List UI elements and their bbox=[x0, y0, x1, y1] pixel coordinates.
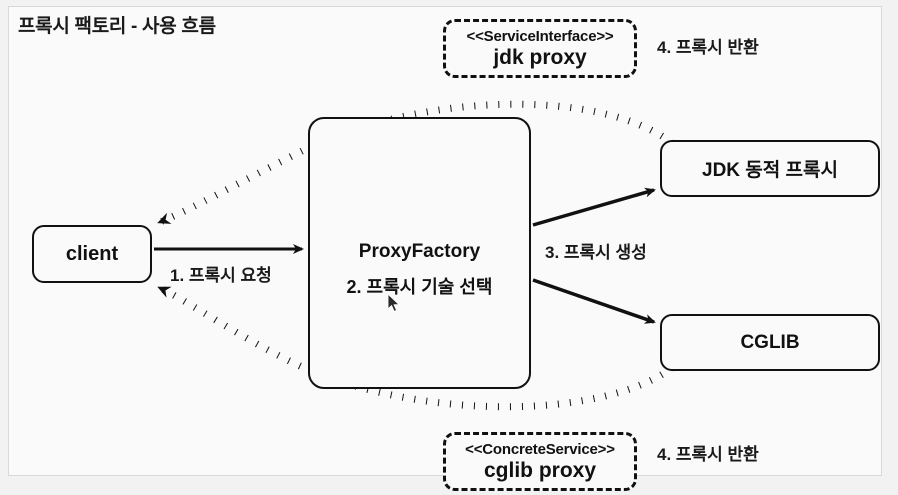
node-client-label: client bbox=[65, 242, 119, 265]
node-proxy-factory-title: ProxyFactory bbox=[358, 241, 481, 262]
node-jdk-dynamic-proxy[interactable]: JDK 동적 프록시 bbox=[660, 140, 880, 197]
node-cglib-label: CGLIB bbox=[740, 331, 800, 353]
edge-create-cglib-arrow bbox=[532, 278, 656, 324]
node-jdk-proxy[interactable]: <<ServiceInterface>> jdk proxy bbox=[443, 19, 637, 78]
edge-label-return-bottom: 4. 프록시 반환 bbox=[657, 445, 759, 464]
node-proxy-factory[interactable]: ProxyFactory 2. 프록시 기술 선택 bbox=[308, 117, 531, 389]
edge-create-jdk-arrow bbox=[532, 187, 656, 227]
node-cglib-proxy-name: cglib proxy bbox=[483, 458, 597, 482]
node-jdk-dynamic-proxy-label: JDK 동적 프록시 bbox=[702, 160, 838, 181]
node-jdk-proxy-stereotype: <<ServiceInterface>> bbox=[466, 27, 614, 45]
node-jdk-proxy-name: jdk proxy bbox=[493, 45, 587, 69]
edge-label-create: 3. 프록시 생성 bbox=[545, 243, 647, 262]
page-title: 프록시 팩토리 - 사용 흐름 bbox=[18, 16, 216, 37]
node-cglib-proxy-stereotype: <<ConcreteService>> bbox=[465, 440, 615, 458]
mouse-pointer-icon bbox=[387, 293, 401, 312]
node-client[interactable]: client bbox=[32, 225, 152, 283]
node-proxy-factory-subtitle: 2. 프록시 기술 선택 bbox=[346, 277, 493, 297]
edge-label-request: 1. 프록시 요청 bbox=[170, 266, 272, 285]
edge-label-return-top: 4. 프록시 반환 bbox=[657, 38, 759, 57]
node-cglib[interactable]: CGLIB bbox=[660, 314, 880, 371]
node-cglib-proxy[interactable]: <<ConcreteService>> cglib proxy bbox=[443, 432, 637, 491]
